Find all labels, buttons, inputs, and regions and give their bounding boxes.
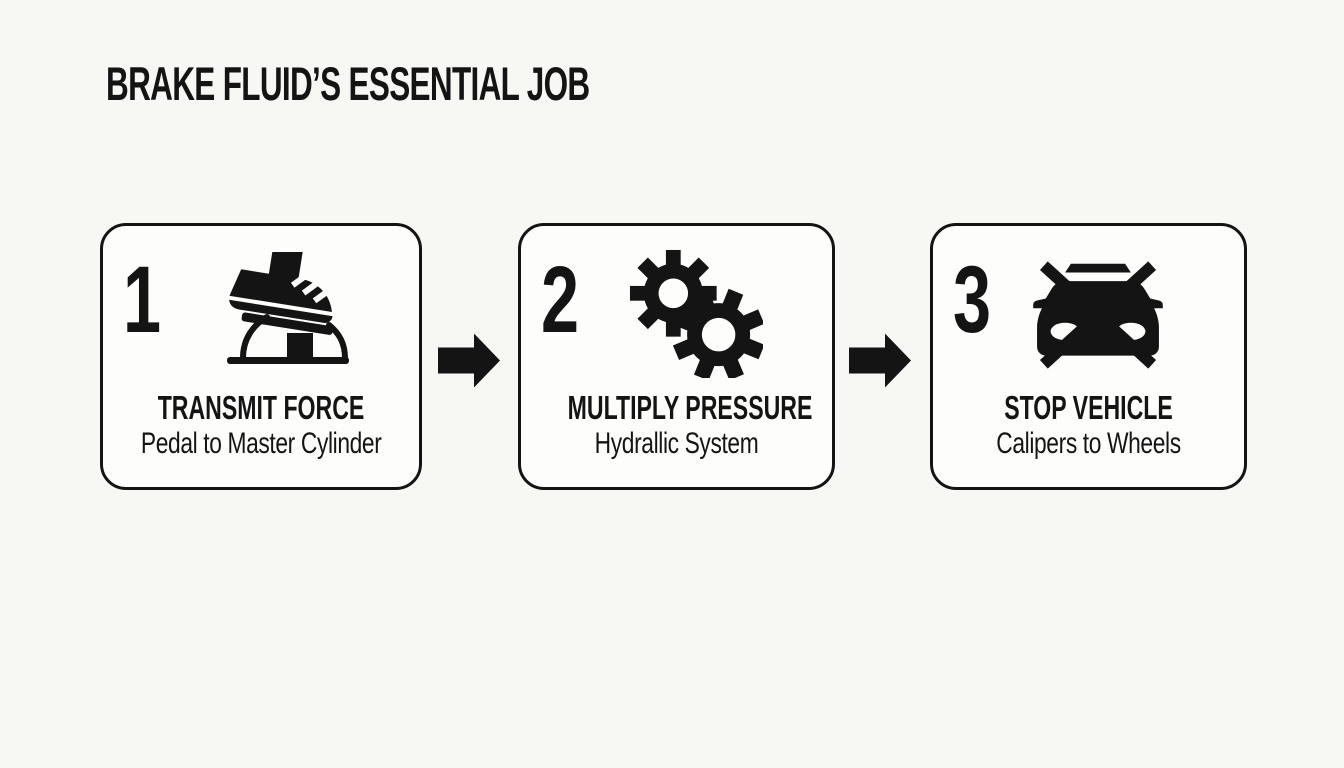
step-number: 1 [123,247,162,353]
step-subtitle: Hydrallic System [594,427,759,460]
step-title: MULTIPLY PRESSURE [567,389,813,426]
step-subtitle: Pedal to Master Cylinder [140,427,382,460]
step-card-stop-vehicle: 3 STOP VEHICLE Calipers to Wheels [930,223,1247,490]
step-number: 3 [953,247,992,353]
step-title: TRANSMIT FORCE [157,389,365,426]
step-card-transmit-force: 1 [100,223,422,490]
right-arrow-icon [849,333,911,388]
right-arrow-icon [438,333,500,388]
gears-icon [623,248,763,378]
step-card-multiply-pressure: 2 [518,223,835,490]
step-subtitle: Calipers to Wheels [996,427,1181,460]
step-number: 2 [541,247,580,353]
brake-pedal-icon [223,252,353,372]
page-title: BRAKE FLUID’S ESSENTIAL JOB [106,57,590,110]
stopped-car-icon [1029,256,1167,374]
step-title: STOP VEHICLE [1004,389,1173,426]
